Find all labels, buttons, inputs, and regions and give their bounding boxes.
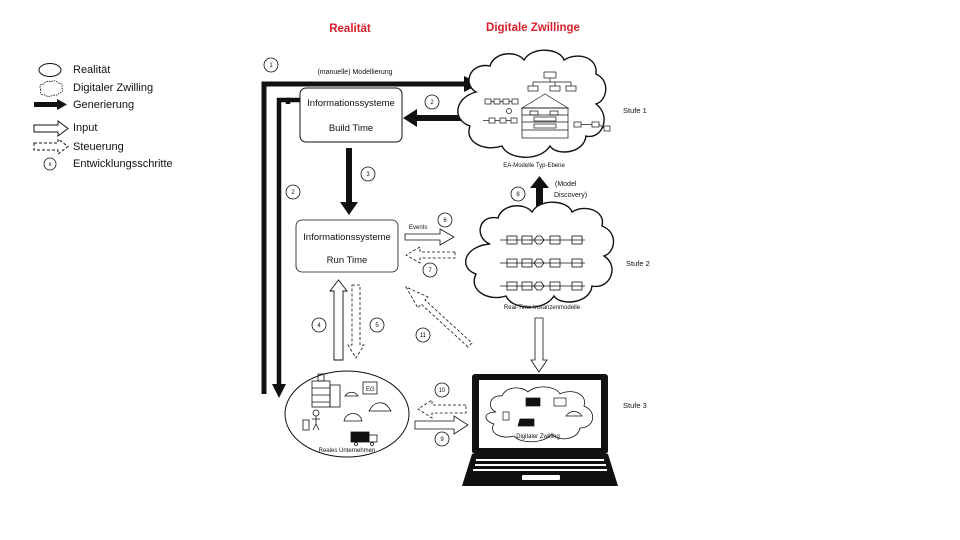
laptop-keyboard-icon bbox=[473, 459, 607, 471]
ea-model-icon bbox=[483, 71, 611, 139]
cloud-stage-2: Real-Time Instanzenmodelle bbox=[465, 201, 615, 311]
step-3: 3 bbox=[360, 166, 376, 182]
cloud-stage-1: EA-Modelle Typ-Ebene bbox=[457, 49, 611, 169]
svg-text:10: 10 bbox=[439, 388, 446, 394]
real-enterprise-ellipse: EG Reales Unternehmen bbox=[284, 370, 410, 458]
real-enterprise-label: Reales Unternehmen bbox=[319, 448, 376, 454]
reality-heading: Realität bbox=[329, 23, 371, 35]
run-time-box: Informationssysteme Run Time bbox=[295, 219, 399, 273]
arrow-7-control bbox=[405, 246, 456, 264]
arrow-3-generation bbox=[340, 148, 358, 215]
stage-2-label: Real-Time Instanzenmodelle bbox=[504, 305, 581, 311]
legend-label-generation: Generierung bbox=[73, 99, 134, 111]
step-7: 7 bbox=[422, 262, 438, 278]
arrow-2-generation-top bbox=[403, 109, 463, 127]
arrow-9-input bbox=[414, 415, 469, 435]
laptop-stage-3: Digitaler Zwilling bbox=[462, 374, 618, 486]
legend-label-reality: Realität bbox=[73, 64, 110, 76]
arrow-10-control bbox=[417, 399, 467, 419]
arrow-6-events bbox=[404, 228, 455, 246]
model-discovery-label-2: Discovery) bbox=[554, 192, 587, 199]
step-11: 11 bbox=[415, 327, 431, 343]
svg-text:3: 3 bbox=[366, 172, 370, 178]
arrow-5-control bbox=[347, 284, 365, 359]
step-4: 4 bbox=[311, 317, 327, 333]
arrow-4-input bbox=[329, 279, 348, 361]
build-time-title: Informationssysteme bbox=[307, 98, 395, 109]
twin-miniature-icons bbox=[502, 397, 583, 427]
run-time-subtitle: Run Time bbox=[327, 255, 368, 266]
circled-x-icon: x bbox=[43, 157, 57, 171]
manual-modelling-label: (manuelle) Modellierung bbox=[317, 69, 392, 76]
arrow-2-generation-left bbox=[272, 97, 300, 398]
stage-3-tag: Stufe 3 bbox=[623, 401, 647, 410]
events-label: Events bbox=[409, 225, 427, 231]
stage-1-tag: Stufe 1 bbox=[623, 106, 647, 115]
step-9: 9 bbox=[434, 431, 450, 447]
arrow-8-model-discovery bbox=[530, 176, 549, 207]
legend-label-control: Steuerung bbox=[73, 141, 124, 153]
step-8: 8 bbox=[510, 186, 526, 202]
svg-text:11: 11 bbox=[420, 333, 427, 339]
arrow-stage2-to-stage3 bbox=[530, 317, 548, 373]
svg-text:4: 4 bbox=[317, 323, 321, 329]
svg-text:7: 7 bbox=[428, 268, 432, 274]
instance-model-icon bbox=[500, 235, 585, 291]
enterprise-icons: EG bbox=[302, 373, 392, 446]
svg-text:9: 9 bbox=[440, 437, 444, 443]
build-time-subtitle: Build Time bbox=[329, 123, 373, 134]
svg-text:5: 5 bbox=[375, 323, 379, 329]
step-badges: 1 2 2 3 4 5 6 7 8 9 10 11 bbox=[263, 57, 526, 447]
stage-2-tag: Stufe 2 bbox=[626, 259, 650, 268]
step-1: 1 bbox=[263, 57, 279, 73]
stage-1-label: EA-Modelle Typ-Ebene bbox=[503, 163, 565, 169]
dashed-arrow-icon bbox=[33, 138, 69, 155]
legend: Realität Digitaler Zwilling Generierung … bbox=[33, 63, 173, 171]
hollow-arrow-icon bbox=[33, 120, 69, 137]
cloud-icon bbox=[39, 80, 63, 97]
step-10: 10 bbox=[434, 382, 450, 398]
run-time-title: Informationssysteme bbox=[303, 232, 391, 243]
svg-text:6: 6 bbox=[443, 218, 447, 224]
svg-text:8: 8 bbox=[516, 192, 520, 198]
build-time-box: Informationssysteme Build Time bbox=[299, 87, 403, 143]
step-6: 6 bbox=[437, 212, 453, 228]
step-2-left: 2 bbox=[285, 184, 301, 200]
ellipse-icon bbox=[38, 63, 62, 77]
legend-label-input: Input bbox=[73, 122, 97, 134]
legend-label-development-steps: Entwicklungsschritte bbox=[73, 158, 173, 170]
svg-text:EG: EG bbox=[366, 387, 375, 393]
svg-text:x: x bbox=[49, 162, 52, 168]
svg-text:2: 2 bbox=[291, 190, 295, 196]
legend-label-digital-twin: Digitaler Zwilling bbox=[73, 82, 153, 94]
step-5: 5 bbox=[369, 317, 385, 333]
step-2-top: 2 bbox=[424, 94, 440, 110]
svg-text:2: 2 bbox=[430, 100, 434, 106]
model-discovery-label-1: (Model bbox=[555, 181, 577, 188]
digital-twins-heading: Digitale Zwillinge bbox=[486, 22, 580, 34]
arrow-11-control bbox=[405, 286, 473, 348]
stage-3-label: Digitaler Zwilling bbox=[516, 434, 560, 440]
thick-arrow-icon bbox=[34, 99, 67, 110]
svg-text:1: 1 bbox=[269, 63, 273, 69]
